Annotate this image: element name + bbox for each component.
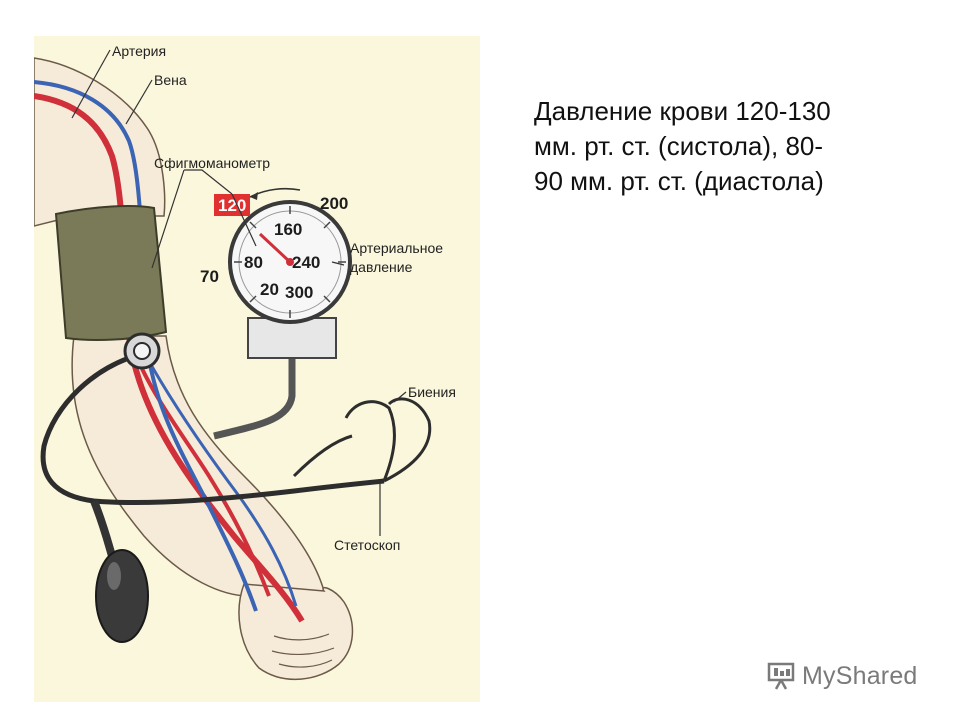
label-arterial-pressure-1: Артериальное	[350, 240, 443, 256]
watermark: MyShared	[766, 656, 936, 696]
caption-line-1: Давление крови 120-130	[534, 96, 831, 126]
stethoscope-earpieces	[344, 397, 432, 483]
caption-line-2: мм. рт. ст. (систола), 80-	[534, 131, 824, 161]
label-stethoscope: Стетоскоп	[334, 537, 400, 553]
label-sphygmomanometer: Сфигмоманометр	[154, 155, 270, 171]
gauge-stand	[247, 317, 337, 359]
dial-240: 240	[292, 253, 320, 272]
upper-arm	[34, 57, 166, 227]
finger-lines	[271, 633, 335, 668]
leader-lines	[71, 49, 407, 536]
caption: Давление крови 120-130 мм. рт. ст. (сист…	[534, 94, 914, 199]
gauge-tube	[213, 356, 296, 440]
blood-pressure-illustration: 160 80 240 20 300 200 70 120	[34, 36, 480, 702]
label-vein: Вена	[154, 72, 187, 88]
dial-20: 20	[260, 280, 279, 299]
dial-160: 160	[274, 220, 302, 239]
gauge-needle	[258, 232, 292, 264]
presentation-screen-icon	[767, 662, 795, 690]
artery-branch	[127, 335, 271, 597]
inflation-bulb	[95, 549, 149, 643]
dial-300: 300	[285, 283, 313, 302]
scale-70: 70	[200, 267, 219, 286]
hand	[238, 583, 354, 681]
label-arterial-pressure-2: давление	[350, 259, 413, 275]
reading-badge	[214, 194, 250, 216]
pressure-cuff	[54, 205, 168, 341]
label-artery: Артерия	[112, 43, 166, 59]
dial-80: 80	[244, 253, 263, 272]
stethoscope-yoke	[292, 434, 353, 478]
label-beats: Биения	[408, 384, 456, 400]
gauge-ticks	[234, 206, 346, 318]
scale-200: 200	[320, 194, 348, 213]
caption-line-3: 90 мм. рт. ст. (диастола)	[534, 166, 824, 196]
reading-badge-value: 120	[218, 196, 246, 215]
watermark-brand: MyShared	[802, 661, 918, 690]
